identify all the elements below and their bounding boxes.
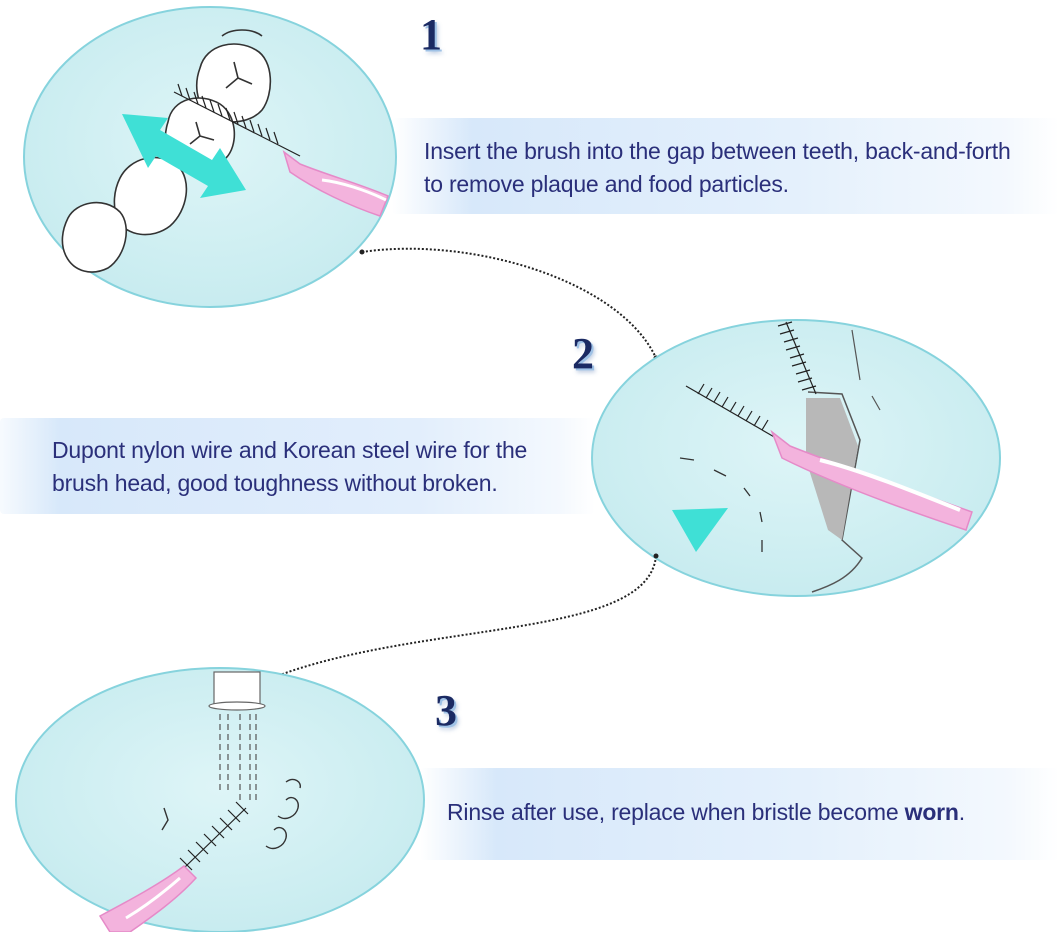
teeth-icon <box>61 29 272 273</box>
step-number-2: 2 <box>572 329 594 378</box>
horizontal-brush-bristles <box>685 383 777 439</box>
interdental-brush-icon <box>770 429 973 531</box>
step-2-illustration <box>591 319 1001 597</box>
step-3-caption-end: . <box>958 799 965 825</box>
water-stream <box>219 714 257 800</box>
vertical-brush-bristles <box>777 321 817 395</box>
step-1-caption: Insert the brush into the gap between te… <box>424 135 1054 201</box>
step-3-caption: Rinse after use, replace when bristle be… <box>447 796 1047 829</box>
caption-band-1 <box>392 118 1059 214</box>
connector-2-3 <box>271 555 657 679</box>
brush-bristles <box>179 801 249 871</box>
interdental-brush-icon <box>98 865 198 932</box>
step-2-caption-line-1: Dupont nylon wire and Korean steel wire … <box>52 437 528 463</box>
faucet-icon <box>208 671 266 711</box>
caption-band-2 <box>0 418 595 514</box>
water-drops-icon <box>161 778 301 850</box>
step-3-caption-emphasis: worn <box>904 799 959 825</box>
step-1-caption-line-1: Insert the brush into the gap between te… <box>424 138 1011 164</box>
step-2-caption-line-2: brush head, good toughness without broke… <box>52 470 498 496</box>
brush-bristles <box>173 83 301 157</box>
step-3-illustration <box>15 667 425 932</box>
double-arrow-icon <box>122 114 246 198</box>
step-3-caption-text: Rinse after use, replace when bristle be… <box>447 799 905 825</box>
step-1-caption-line-2: to remove plaque and food particles. <box>424 171 789 197</box>
step-2-caption: Dupont nylon wire and Korean steel wire … <box>52 434 592 500</box>
step-number-3: 3 <box>435 686 457 735</box>
step-number-1: 1 <box>420 10 442 59</box>
play-triangle-icon <box>672 508 728 552</box>
interdental-brush-icon <box>282 150 389 217</box>
connector-1-2 <box>361 247 657 359</box>
motion-lines <box>679 457 763 552</box>
caption-band-3 <box>420 768 1059 860</box>
step-1-illustration <box>23 6 397 308</box>
